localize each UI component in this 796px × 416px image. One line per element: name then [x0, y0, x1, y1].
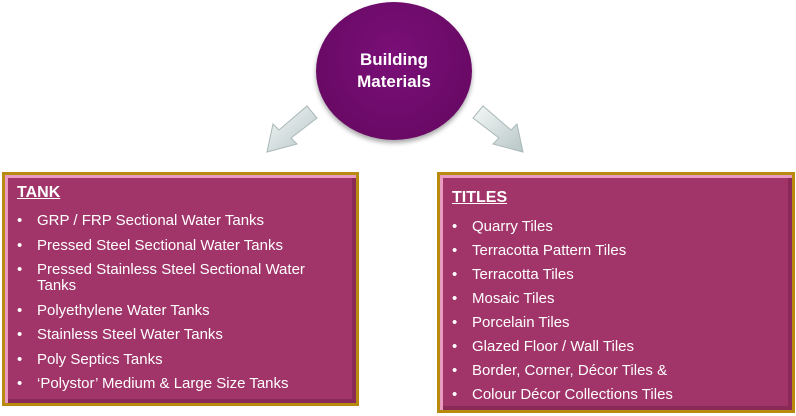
list-item: •Porcelain Tiles — [452, 314, 570, 331]
tank-list: •GRP / FRP Sectional Water Tanks •Presse… — [17, 213, 346, 401]
list-item: •Poly Septics Tanks — [17, 350, 163, 368]
list-item: •Terracotta Pattern Tiles — [452, 242, 627, 259]
list-item: •Stainless Steel Water Tanks — [17, 326, 223, 343]
tiles-category-box: TITLES •Quarry Tiles •Terracotta Pattern… — [437, 172, 795, 413]
list-item: •Mosaic Tiles — [452, 290, 555, 307]
list-item: •Pressed Stainless Steel Sectional Water… — [17, 261, 305, 294]
list-item: •Polyethylene Water Tanks — [17, 301, 210, 319]
list-item: •GRP / FRP Sectional Water Tanks — [17, 212, 265, 229]
list-item: •Pressed Steel Sectional Water Tanks — [17, 236, 283, 254]
list-item: •Border, Corner, Décor Tiles & — [452, 362, 668, 379]
list-item: •Quarry Tiles — [452, 218, 553, 235]
tiles-heading: TITLES — [452, 189, 508, 206]
arrow-right-icon — [472, 105, 524, 153]
central-node-building-materials: Building Materials — [316, 2, 472, 140]
tank-category-box: TANK •GRP / FRP Sectional Water Tanks •P… — [2, 172, 359, 406]
hub-label-line1: Building — [360, 50, 428, 69]
arrow-left-icon — [266, 105, 318, 153]
list-item: •‘Polystor’ Medium & Large Size Tanks — [17, 375, 289, 392]
hub-label-line2: Materials — [357, 72, 431, 91]
tiles-list: •Quarry Tiles •Terracotta Pattern Tiles … — [452, 219, 782, 411]
list-item: •Glazed Floor / Wall Tiles — [452, 338, 634, 355]
list-item: •Terracotta Tiles — [452, 266, 574, 283]
tank-heading: TANK — [17, 184, 61, 201]
list-item: •Colour Décor Collections Tiles — [452, 386, 673, 403]
